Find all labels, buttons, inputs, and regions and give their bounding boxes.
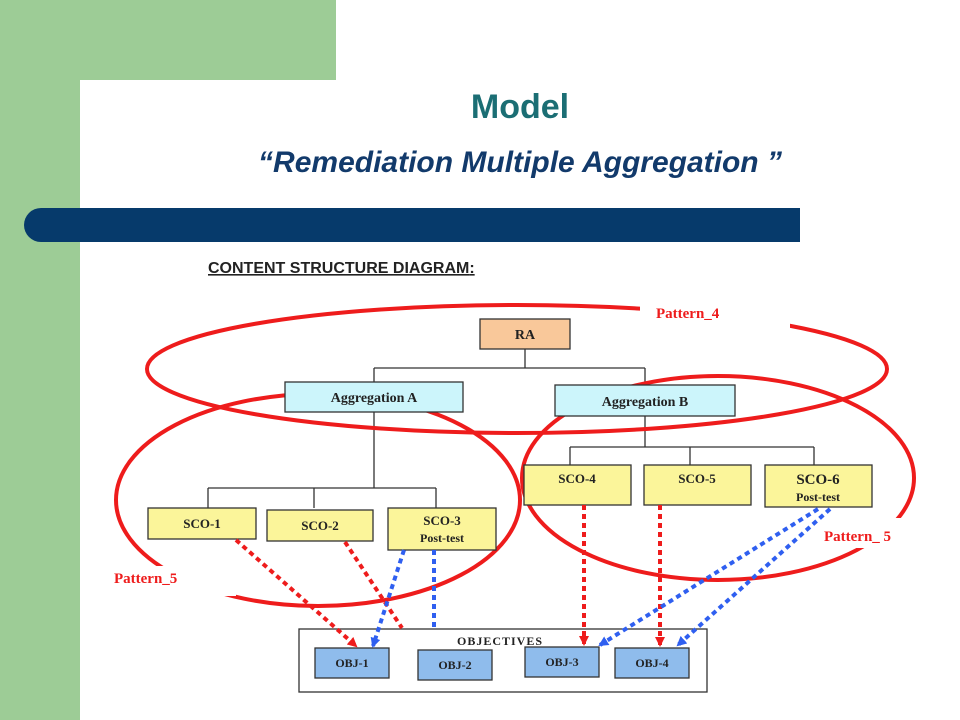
sco-6-node: SCO-6 Post-test — [764, 464, 873, 508]
root-node-label: RA — [515, 328, 536, 343]
sco-3-label: SCO-3 — [423, 513, 461, 528]
pattern-5-right-ellipse — [520, 374, 916, 582]
pattern-5-left-label: Pattern_5 — [114, 571, 177, 587]
content-panel — [80, 80, 960, 720]
obj-3-label: OBJ-3 — [545, 655, 578, 669]
aggregation-a-node: Aggregation A — [284, 381, 464, 413]
top-green-band — [0, 0, 336, 80]
slide-title: Model — [470, 88, 570, 126]
objectives-label: OBJECTIVES — [457, 634, 543, 648]
sco-6-sublabel: Post-test — [796, 490, 840, 504]
aggregation-a-label: Aggregation A — [331, 391, 418, 406]
diagram-heading: CONTENT STRUCTURE DIAGRAM: — [208, 260, 475, 277]
pattern-4-label: Pattern_4 — [656, 306, 720, 322]
sco-5-label: SCO-5 — [678, 471, 716, 486]
sco-4-node: SCO-4 — [523, 464, 632, 506]
sco-6-label: SCO-6 — [796, 472, 840, 488]
slide-subtitle: “Remediation Multiple Aggregation ” — [258, 146, 782, 179]
obj-1-label: OBJ-1 — [335, 656, 368, 670]
arrow-sco6-obj3 — [598, 507, 820, 647]
pattern-outlines — [114, 303, 916, 608]
sco-1-label: SCO-1 — [183, 516, 221, 531]
obj-4-node: OBJ-4 — [614, 647, 690, 679]
obj-4-label: OBJ-4 — [635, 656, 668, 670]
arrow-sco3-obj1 — [370, 549, 406, 648]
sco-2-node: SCO-2 — [266, 509, 374, 542]
obj-3-node: OBJ-3 — [524, 646, 600, 678]
sco-4-label: SCO-4 — [558, 471, 596, 486]
pattern-5-right-label: Pattern_ 5 — [824, 529, 891, 545]
obj-2-node: OBJ-2 — [417, 649, 493, 681]
sco-2-label: SCO-2 — [301, 518, 339, 533]
title-divider-bar — [24, 208, 800, 242]
objective-arrows — [234, 505, 832, 648]
obj-2-label: OBJ-2 — [438, 658, 471, 672]
sco-5-node: SCO-5 — [643, 464, 752, 506]
aggregation-b-label: Aggregation B — [602, 395, 688, 410]
sco-3-node: SCO-3 Post-test — [387, 507, 497, 551]
sco-3-sublabel: Post-test — [420, 531, 464, 545]
arrow-sco1-obj1 — [234, 538, 358, 648]
left-green-band — [0, 0, 80, 720]
obj-1-node: OBJ-1 — [314, 647, 390, 679]
slide-title-wrap: Model — [0, 88, 960, 127]
arrow-sco2-obj2 — [343, 540, 404, 630]
pattern-4-ellipse — [145, 303, 889, 435]
root-node-ra: RA — [479, 318, 571, 350]
arrow-sco6-obj4 — [676, 507, 832, 647]
aggregation-b-node: Aggregation B — [554, 384, 736, 417]
sco-1-node: SCO-1 — [147, 507, 257, 540]
